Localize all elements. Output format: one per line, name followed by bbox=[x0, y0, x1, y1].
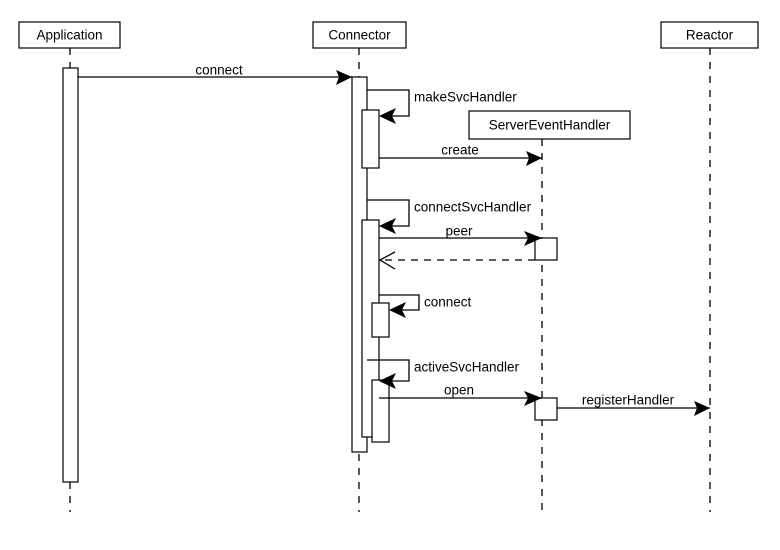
message-connect-nested-line bbox=[379, 294, 420, 311]
participant-headers: Application Connector ServerEventHandler… bbox=[18, 21, 759, 140]
message-label-connect-nested: connect bbox=[424, 295, 472, 310]
activation-connector-make-svc-handler bbox=[361, 109, 380, 169]
message-label-connect: connect bbox=[195, 63, 243, 78]
message-create bbox=[379, 151, 542, 166]
arrowhead-open-icon bbox=[378, 251, 396, 270]
message-label-active-svc-handler: activeSvcHandler bbox=[414, 360, 520, 375]
message-open bbox=[379, 391, 542, 406]
participant-label-connector: Connector bbox=[328, 28, 391, 43]
message-active-svc-handler-line bbox=[367, 359, 410, 382]
arrowhead-solid-icon bbox=[379, 373, 396, 389]
message-active-svc-handler bbox=[367, 359, 410, 389]
lifeline-lines bbox=[69, 48, 711, 512]
message-connect bbox=[78, 70, 352, 85]
activation-connector-active-svc-handler bbox=[371, 379, 390, 443]
participant-label-server-event-handler: ServerEventHandler bbox=[489, 118, 611, 133]
activation-connector-connect bbox=[371, 302, 390, 338]
message-label-create: create bbox=[441, 143, 479, 158]
message-label-make-svc-handler: makeSvcHandler bbox=[414, 90, 517, 105]
participant-box-reactor[interactable] bbox=[660, 21, 759, 49]
participant-box-server-event-handler[interactable] bbox=[468, 110, 631, 140]
arrowhead-solid-icon bbox=[524, 391, 542, 406]
arrowhead-solid-icon bbox=[526, 151, 542, 166]
participant-box-connector[interactable] bbox=[312, 21, 407, 49]
arrowhead-solid-icon bbox=[379, 218, 396, 234]
arrowhead-solid-icon bbox=[694, 401, 710, 416]
arrowhead-solid-icon bbox=[389, 302, 406, 318]
message-peer bbox=[379, 231, 542, 246]
participant-box-application[interactable] bbox=[18, 21, 121, 49]
message-make-svc-handler-line bbox=[367, 89, 410, 117]
message-connect-nested bbox=[379, 294, 420, 318]
message-connect-svc-handler-line bbox=[367, 199, 410, 227]
message-peer-return bbox=[378, 251, 535, 270]
message-register-handler bbox=[557, 401, 710, 416]
message-labels: connect makeSvcHandler create connectSvc… bbox=[195, 63, 674, 408]
message-label-register-handler: registerHandler bbox=[582, 393, 675, 408]
arrowhead-solid-icon bbox=[524, 231, 542, 246]
arrowhead-solid-icon bbox=[336, 70, 352, 85]
participant-label-application: Application bbox=[36, 28, 102, 43]
arrowhead-solid-icon bbox=[379, 108, 396, 124]
activation-application bbox=[62, 67, 79, 483]
message-make-svc-handler bbox=[367, 89, 410, 124]
message-connect-svc-handler bbox=[367, 199, 410, 234]
participant-label-reactor: Reactor bbox=[686, 28, 734, 43]
activation-server-event-handler-peer bbox=[534, 237, 558, 261]
activation-server-event-handler-open bbox=[534, 397, 558, 421]
activation-bars bbox=[62, 67, 558, 483]
message-label-open: open bbox=[444, 383, 474, 398]
message-label-peer: peer bbox=[445, 224, 473, 239]
message-label-connect-svc-handler: connectSvcHandler bbox=[414, 200, 532, 215]
